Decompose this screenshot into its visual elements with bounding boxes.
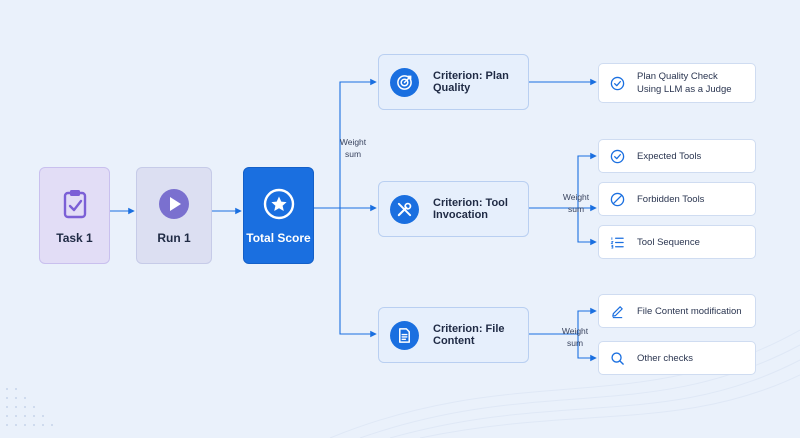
decorative-dot [24,415,26,417]
criterion-file-content-label: Criterion: File Content [433,323,505,347]
clipboard-check-icon [63,189,86,218]
decorative-dot [15,424,17,426]
prohibited-icon [609,191,625,207]
check-expected-tools: Expected Tools [598,139,756,173]
arrow-file-branch [529,307,597,335]
decorative-dot [33,424,35,426]
decorative-dot [15,397,17,399]
weight-sum-label-main: Weight sum [339,137,367,159]
check-expected-tools-label: Expected Tools [637,150,702,162]
arrow-total-to-file [339,208,377,338]
search-icon [609,350,625,366]
criterion-tool-invocation: Criterion: Tool Invocation [378,181,529,237]
check-tool-sequence-label: Tool Sequence [637,236,700,248]
pencil-icon [609,303,625,319]
check-tool-sequence: Tool Sequence [598,225,756,259]
decorative-dot [33,415,35,417]
check-file-content-modification: File Content modification [598,294,756,328]
check-plan-quality-text: Plan Quality Check Using LLM as a Judge [637,71,732,95]
decorative-dot [24,424,26,426]
decorative-dot [15,388,17,390]
check-forbidden-tools: Forbidden Tools [598,182,756,216]
task-node: Task 1 [39,167,110,264]
play-icon [159,188,189,219]
check-file-content-modification-label: File Content modification [637,305,742,317]
total-score-node: Total Score [243,167,314,264]
criterion-tool-invocation-label: Criterion: Tool Invocation [433,197,508,221]
total-score-label: Total Score [246,230,311,245]
decorative-dot [6,397,8,399]
decorative-dot [15,406,17,408]
check-other-checks-label: Other checks [637,352,693,364]
star-icon [263,188,294,219]
decorative-dot [33,406,35,408]
decorative-dot [42,415,44,417]
arrow-tools-branch [529,152,597,209]
task-label: Task 1 [56,230,93,245]
decorative-dot [15,415,17,417]
weight-sum-label-tools: Weight sum [562,192,590,214]
run-node: Run 1 [136,167,212,264]
decorative-dot [6,388,8,390]
decorative-dot [51,424,53,426]
criterion-plan-quality: Criterion: Plan Quality [378,54,529,110]
decorative-dot [6,415,8,417]
decorative-dot [42,424,44,426]
check-other-checks: Other checks [598,341,756,375]
decorative-dot [24,397,26,399]
decorative-dot [6,424,8,426]
criterion-plan-quality-label: Criterion: Plan Quality [433,70,509,94]
check-circle-icon [609,75,625,91]
check-forbidden-tools-label: Forbidden Tools [637,193,705,205]
decorative-dot [6,406,8,408]
weight-sum-label-file: Weight sum [561,326,589,348]
run-label: Run 1 [157,230,191,245]
decorative-dot [24,406,26,408]
numbered-list-icon [609,234,625,250]
target-icon [390,67,419,97]
check-plan-quality: Plan Quality Check Using LLM as a Judge [598,63,756,103]
check-circle-icon [609,148,625,164]
document-icon [390,320,419,350]
decorative-dot-grid [6,388,66,434]
wrench-screwdriver-icon [390,194,419,224]
criterion-file-content: Criterion: File Content [378,307,529,363]
